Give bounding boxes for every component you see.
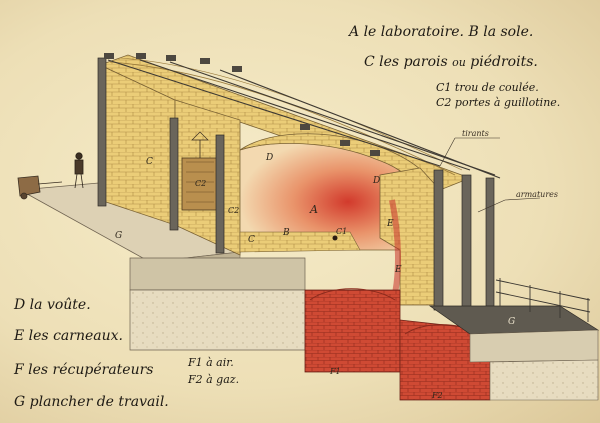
legend-line-c: C les parois ou piédroits. (364, 55, 538, 69)
annotation-armatures: armatures (516, 190, 558, 199)
label-f1: F1 (330, 367, 341, 376)
label-c-left: C (146, 157, 153, 167)
worker-figure (74, 152, 84, 189)
legend-line-c1: C1 trou de coulée. (436, 81, 539, 94)
label-e-lower: E (395, 265, 402, 275)
legend-line-f2: F2 à gaz. (188, 373, 240, 386)
foundation-left (129, 257, 306, 291)
label-g-right: G (508, 317, 516, 327)
legend-a-key: A (349, 24, 360, 40)
legend-c-key: C (364, 54, 375, 70)
legend-line-d: D la voûte. (14, 297, 91, 313)
legend-line-f1: F1 à air. (188, 356, 234, 369)
label-c1: C1 (336, 227, 348, 236)
wheelbarrow (17, 175, 63, 200)
label-g-left: G (115, 231, 123, 241)
flue-wall (379, 167, 441, 306)
annotation-tirants: tirants (462, 129, 489, 138)
label-b: B (283, 228, 290, 238)
recuperator-air (304, 289, 401, 373)
armatures (97, 57, 495, 311)
label-a: A (310, 203, 318, 216)
label-d-top: D (266, 153, 274, 163)
label-c2-upper: C2 (195, 179, 207, 188)
legend-a-text: le laboratoire. (363, 24, 465, 40)
legend-line-a: A le laboratoire. B la sole. (349, 25, 533, 39)
railing (495, 278, 591, 322)
label-e-upper: E (387, 219, 394, 229)
legend-line-c2: C2 portes à guillotine. (436, 96, 561, 109)
legend-c-or: ou (452, 56, 466, 69)
label-c2-lower: C2 (228, 206, 240, 215)
legend-c-text2: piédroits. (470, 54, 538, 70)
tap-hole (332, 235, 338, 241)
label-f2: F2 (432, 391, 443, 400)
legend-line-e: E les carneaux. (14, 328, 123, 344)
hearth (239, 231, 361, 253)
label-d-right: D (373, 176, 381, 186)
legend-c-text: les parois (379, 54, 448, 70)
rod-caps (104, 53, 380, 156)
legend-b-key: B (468, 24, 479, 40)
legend-b-text: la sole. (483, 24, 534, 40)
tie-rods (107, 59, 501, 179)
legend-line-f: F les récupérateurs (14, 362, 154, 378)
legend-line-g: G plancher de travail. (14, 394, 169, 410)
label-c-front: C (248, 235, 255, 245)
